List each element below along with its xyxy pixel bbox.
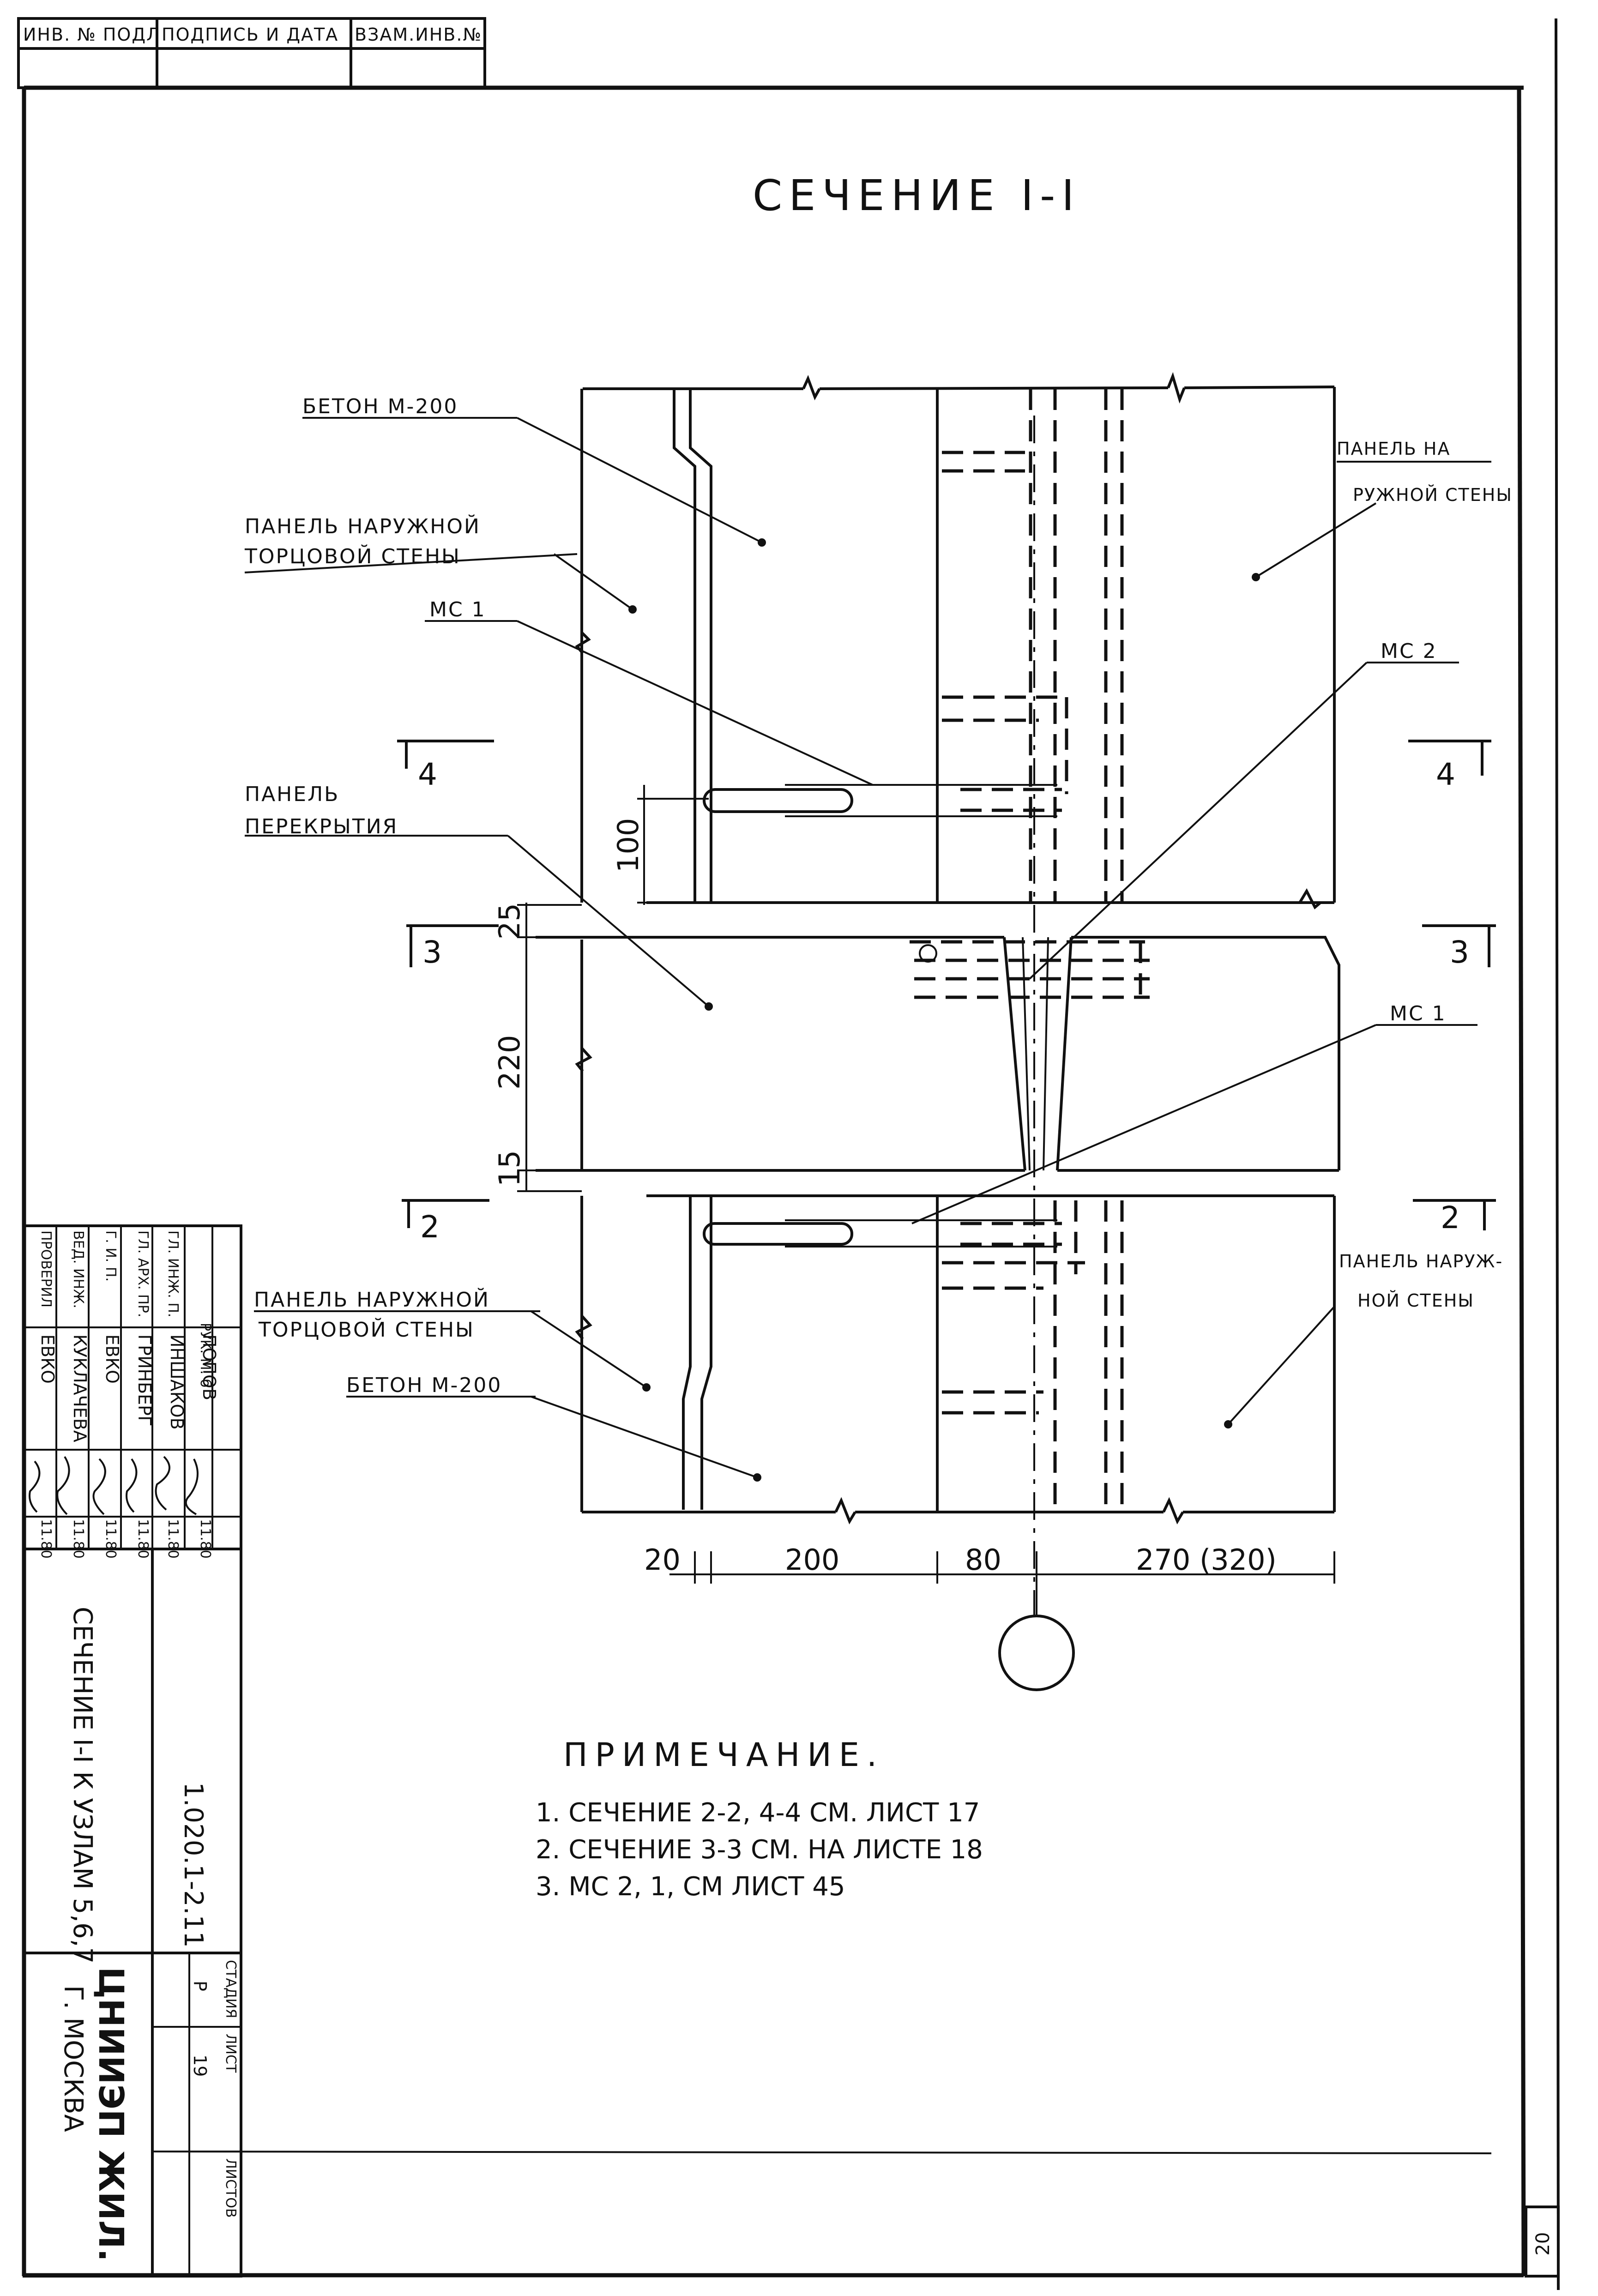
label-right-panel-bot-2: НОЙ СТЕНЫ xyxy=(1357,1290,1474,1311)
section-mark-4-left: 4 xyxy=(418,757,437,792)
tb-signatures xyxy=(29,1456,199,1515)
tb-name-1: ПОПОВ xyxy=(199,1334,219,1400)
tb-sheet-label: ЛИСТ xyxy=(223,2034,239,2073)
dim-200: 200 xyxy=(785,1543,839,1577)
tb-name-4: ЕВКО xyxy=(102,1334,122,1384)
dim-100: 100 xyxy=(611,818,645,873)
tb-name-5: КУКЛАЧЕВА xyxy=(70,1334,90,1442)
tb-role-6: ПРОВЕРИЛ xyxy=(38,1230,54,1308)
tb-date-3: 11.80 xyxy=(135,1519,151,1559)
section-mark-2-left: 2 xyxy=(420,1209,440,1245)
section-marks xyxy=(397,740,1496,1230)
section-mark-3-right: 3 xyxy=(1450,934,1469,970)
notes-heading: ПРИМЕЧАНИЕ. xyxy=(563,1736,884,1774)
tb-role-1: РУК. М. б xyxy=(197,1323,213,1387)
label-ms1-right: МС 1 xyxy=(1390,1002,1447,1025)
tb-date-4: 11.80 xyxy=(103,1519,119,1559)
dim-270-320: 270 (320) xyxy=(1136,1543,1277,1577)
section-mark-2-right: 2 xyxy=(1441,1200,1460,1235)
tb-org-1: ЦНИИЭП ЖИЛ. xyxy=(91,1967,131,2262)
tb-role-4: Г. И. П. xyxy=(103,1230,119,1282)
label-floor-panel-1: ПАНЕЛЬ xyxy=(245,783,339,806)
label-floor-panel-2: ПЕРЕКРЫТИЯ xyxy=(245,815,398,838)
dimensions xyxy=(517,785,1335,1616)
leader-lines xyxy=(244,417,1491,1482)
tb-date-6: 11.80 xyxy=(38,1519,54,1559)
tb-date-1: 11.80 xyxy=(197,1519,213,1559)
label-outer-panel-top-2: ТОРЦОВОЙ СТЕНЫ xyxy=(244,544,461,568)
stamp-inv-podl: ИНВ. № ПОДЛ xyxy=(23,24,161,45)
label-ms1-top: МС 1 xyxy=(429,598,486,621)
dim-15: 15 xyxy=(493,1150,526,1187)
tb-date-5: 11.80 xyxy=(70,1519,86,1559)
label-outer-panel-top-1: ПАНЕЛЬ НАРУЖНОЙ xyxy=(245,514,481,538)
tb-org-2: Г. МОСКВА xyxy=(58,1985,88,2132)
drawing-title: СЕЧЕНИЕ I-I xyxy=(753,171,1080,220)
tb-name-2: ИНШАКОВ xyxy=(167,1334,187,1430)
corner-mark: 20 xyxy=(1532,2232,1554,2256)
label-right-panel-top-2: РУЖНОЙ СТЕНЫ xyxy=(1353,485,1513,505)
tb-role-2: ГЛ. ИНЖ. П. xyxy=(165,1230,181,1317)
top-stamp xyxy=(17,17,486,89)
label-beton-top: БЕТОН М-200 xyxy=(302,395,458,418)
note-item-2: 2. СЕЧЕНИЕ 3-3 СМ. НА ЛИСТЕ 18 xyxy=(536,1835,983,1865)
tb-sheet-no: 19 xyxy=(190,2055,210,2077)
dim-80: 80 xyxy=(965,1543,1001,1577)
tb-name-3: ГРИНБЕРГ xyxy=(134,1334,155,1426)
tb-name-6: ЕВКО xyxy=(37,1334,58,1384)
tb-stage-label: СТАДИЯ xyxy=(223,1960,239,2019)
dim-25: 25 xyxy=(493,903,526,940)
tb-sheet-title: СЕЧЕНИЕ I-I К УЗЛАМ 5,6,7 xyxy=(67,1607,97,1964)
tb-role-3: ГЛ. АРХ. ПР. xyxy=(135,1230,151,1317)
tb-stage: Р xyxy=(190,1981,210,1991)
dim-20: 20 xyxy=(644,1543,681,1577)
title-block xyxy=(23,1224,242,2278)
section-mark-3-left: 3 xyxy=(422,934,442,970)
stamp-signature-date: ПОДПИСЬ И ДАТА xyxy=(162,24,338,45)
note-item-3: 3. МС 2, 1, СМ ЛИСТ 45 xyxy=(536,1872,845,1902)
label-ms2: МС 2 xyxy=(1381,639,1437,663)
section-mark-4-right: 4 xyxy=(1436,757,1455,792)
stamp-vzam-inv: ВЗАМ.ИНВ.№ xyxy=(355,24,482,45)
tb-date-2: 11.80 xyxy=(165,1519,181,1559)
tb-role-5: ВЕД. ИНЖ. xyxy=(70,1230,86,1308)
note-item-1: 1. СЕЧЕНИЕ 2-2, 4-4 СМ. ЛИСТ 17 xyxy=(536,1798,980,1828)
label-outer-panel-bot-1: ПАНЕЛЬ НАРУЖНОЙ xyxy=(254,1287,490,1312)
sheet-frame xyxy=(22,18,1560,2290)
tb-sheets-label: ЛИСТОВ xyxy=(223,2158,239,2218)
label-right-panel-bot-1: ПАНЕЛЬ НАРУЖ- xyxy=(1339,1251,1503,1272)
section-drawing xyxy=(536,372,1340,1691)
tb-doc-code: 1.020.1-2.11 xyxy=(178,1782,208,1948)
dim-220: 220 xyxy=(493,1035,526,1090)
label-beton-bottom: БЕТОН М-200 xyxy=(346,1374,502,1397)
label-right-panel-top-1: ПАНЕЛЬ НА xyxy=(1337,439,1450,459)
label-outer-panel-bot-2: ТОРЦОВОЙ СТЕНЫ xyxy=(258,1317,475,1342)
